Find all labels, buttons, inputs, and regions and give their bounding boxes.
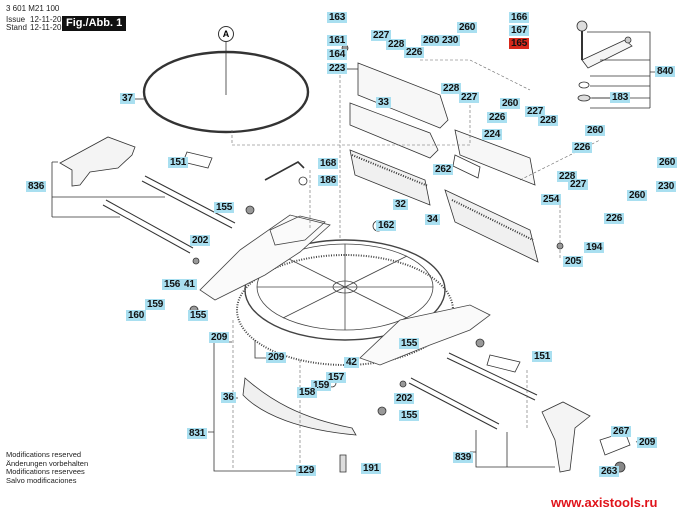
part-callout-186[interactable]: 186 (318, 175, 339, 186)
part-callout-151[interactable]: 151 (532, 351, 553, 362)
note-de: Änderungen vorbehalten (6, 458, 89, 468)
lower-guard-part-36 (242, 377, 357, 436)
turntable-base (199, 214, 491, 366)
part-callout-227[interactable]: 227 (371, 30, 392, 41)
part-callout-160[interactable]: 160 (126, 310, 147, 321)
part-callout-161[interactable]: 161 (327, 35, 348, 46)
part-callout-228[interactable]: 228 (441, 83, 462, 94)
part-callout-159[interactable]: 159 (145, 299, 166, 310)
part-callout-37[interactable]: 37 (120, 93, 135, 104)
part-callout-223[interactable]: 223 (327, 63, 348, 74)
part-callout-36[interactable]: 36 (221, 392, 236, 403)
part-callout-159[interactable]: 159 (311, 380, 332, 391)
part-callout-227[interactable]: 227 (459, 92, 480, 103)
part-callout-226[interactable]: 226 (487, 112, 508, 123)
part-callout-42[interactable]: 42 (344, 357, 359, 368)
part-callout-227[interactable]: 227 (525, 106, 546, 117)
part-callout-34[interactable]: 34 (425, 214, 440, 225)
part-callout-228[interactable]: 228 (538, 115, 559, 126)
part-callout-230[interactable]: 230 (440, 35, 461, 46)
part-callout-156[interactable]: 156 (162, 279, 183, 290)
watermark-link[interactable]: www.axistools.ru (551, 495, 658, 510)
stand-value: 12-11-20 (30, 23, 62, 32)
part-callout-209[interactable]: 209 (209, 332, 230, 343)
part-callout-155[interactable]: 155 (214, 202, 235, 213)
part-callout-267[interactable]: 267 (611, 426, 632, 437)
part-callout-157[interactable]: 157 (326, 372, 347, 383)
part-callout-260[interactable]: 260 (627, 190, 648, 201)
part-callout-155[interactable]: 155 (399, 410, 420, 421)
issue-label: Issue (6, 15, 26, 24)
part-callout-260[interactable]: 260 (500, 98, 521, 109)
part-callout-155[interactable]: 155 (188, 310, 209, 321)
part-callout-228[interactable]: 228 (386, 39, 407, 50)
part-callout-164[interactable]: 164 (327, 49, 348, 60)
stand-label: Stand (6, 23, 27, 32)
fence-part-224 (454, 129, 536, 186)
part-callout-202[interactable]: 202 (190, 235, 211, 246)
part-callout-168[interactable]: 168 (318, 158, 339, 169)
note-en: Modifications reserved (6, 450, 82, 459)
note-es: Salvo modificaciones (6, 475, 77, 485)
part-callout-32[interactable]: 32 (393, 199, 408, 210)
part-callout-836[interactable]: 836 (26, 181, 47, 192)
part-callout-151[interactable]: 151 (168, 157, 189, 168)
detail-marker-a: A (218, 26, 234, 42)
part-callout-839[interactable]: 839 (453, 452, 474, 463)
part-callout-162[interactable]: 162 (376, 220, 397, 231)
part-callout-228[interactable]: 228 (557, 171, 578, 182)
part-callout-260[interactable]: 260 (585, 125, 606, 136)
part-callout-262[interactable]: 262 (433, 164, 454, 175)
part-callout-155[interactable]: 155 (399, 338, 420, 349)
part-callout-183[interactable]: 183 (610, 92, 631, 103)
workpiece-support-right (541, 401, 591, 473)
part-callout-166[interactable]: 166 (509, 12, 530, 23)
fence-part-223 (357, 62, 449, 129)
note-fr: Modifications reservees (6, 467, 85, 476)
figure-label: Fig./Abb. 1 (62, 16, 127, 31)
fence-part-33 (349, 102, 439, 159)
part-callout-209[interactable]: 209 (637, 437, 658, 448)
extension-rods-right (408, 352, 538, 430)
part-callout-263[interactable]: 263 (599, 466, 620, 477)
part-callout-41[interactable]: 41 (182, 279, 197, 290)
part-callout-260[interactable]: 260 (457, 22, 478, 33)
part-callout-831[interactable]: 831 (187, 428, 208, 439)
part-callout-129[interactable]: 129 (296, 465, 317, 476)
part-callout-167[interactable]: 167 (509, 25, 530, 36)
part-callout-230[interactable]: 230 (656, 181, 677, 192)
part-callout-194[interactable]: 194 (584, 242, 605, 253)
part-callout-165[interactable]: 165 (509, 38, 530, 49)
part-callout-163[interactable]: 163 (327, 12, 348, 23)
issue-value: 12-11-20 (30, 15, 62, 24)
part-callout-226[interactable]: 226 (404, 47, 425, 58)
modification-notes: Modifications reserved Änderungen vorbeh… (6, 450, 89, 485)
part-callout-191[interactable]: 191 (361, 463, 382, 474)
part-callout-226[interactable]: 226 (572, 142, 593, 153)
part-callout-33[interactable]: 33 (376, 97, 391, 108)
part-callout-260[interactable]: 260 (421, 35, 442, 46)
part-callout-209[interactable]: 209 (266, 352, 287, 363)
part-callout-202[interactable]: 202 (394, 393, 415, 404)
part-callout-227[interactable]: 227 (568, 179, 589, 190)
part-callout-205[interactable]: 205 (563, 256, 584, 267)
fence-part-34 (444, 189, 539, 263)
extension-rods-left (102, 175, 236, 254)
part-callout-254[interactable]: 254 (541, 194, 562, 205)
fence-part-32 (349, 149, 431, 206)
part-callout-226[interactable]: 226 (604, 213, 625, 224)
workpiece-support-left (59, 136, 136, 187)
part-callout-840[interactable]: 840 (655, 66, 676, 77)
part-callout-260[interactable]: 260 (657, 157, 678, 168)
part-callout-158[interactable]: 158 (297, 387, 318, 398)
part-callout-224[interactable]: 224 (482, 129, 503, 140)
part-number: 3 601 M21 100 (6, 4, 60, 13)
